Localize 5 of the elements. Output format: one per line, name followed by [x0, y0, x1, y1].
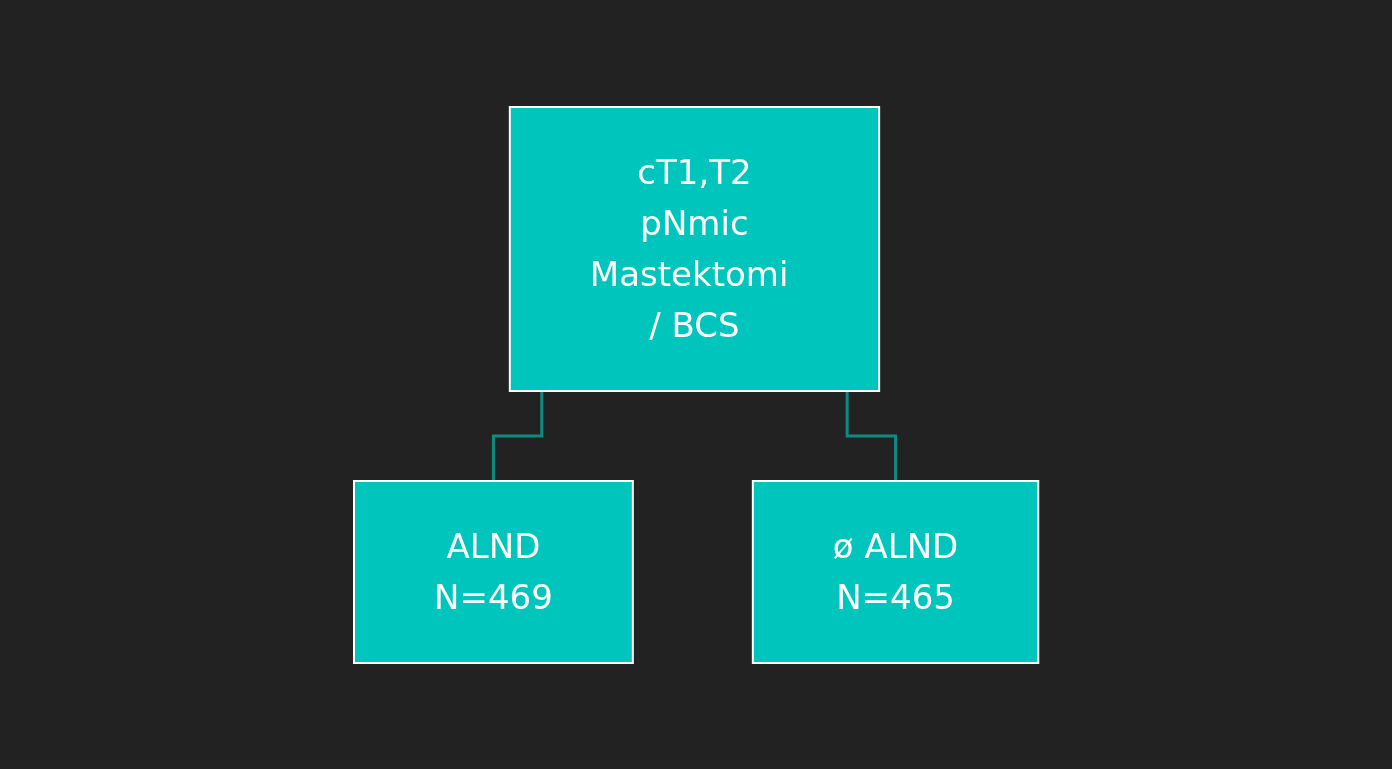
connector — [845, 390, 897, 482]
node-box: ALND N=469 — [352, 479, 634, 664]
node-box: ø ALND N=465 — [751, 479, 1040, 664]
connector — [491, 390, 544, 482]
node-box: cT1,T2 pNmic Mastektomi / BCS — [508, 105, 880, 392]
